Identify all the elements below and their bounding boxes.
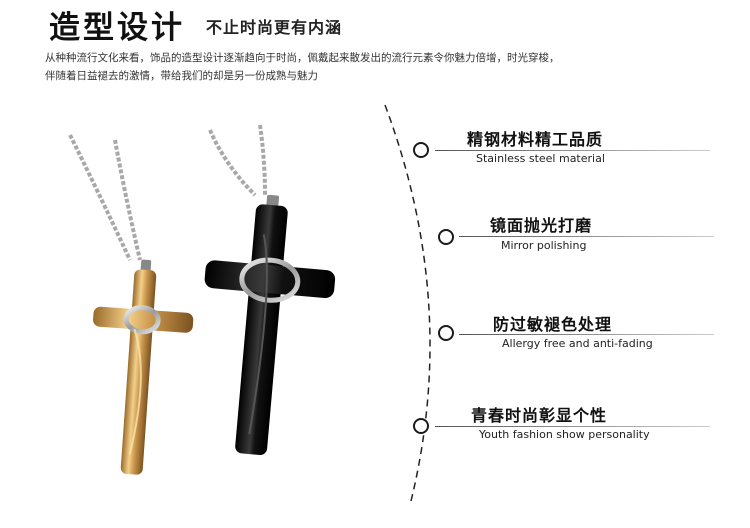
feature-2-subtitle: Mirror polishing xyxy=(501,239,587,252)
description-line-2: 伴随着日益褪去的激情，带给我们的却是另一份成熟与魅力 xyxy=(45,70,318,82)
page-title: 造型设计 xyxy=(49,10,185,46)
page-subtitle: 不止时尚更有内涵 xyxy=(206,18,343,37)
feature-3-line xyxy=(459,334,714,335)
feature-node-4 xyxy=(413,418,429,434)
feature-4-title: 青春时尚彰显个性 xyxy=(471,406,608,425)
feature-4: 青春时尚彰显个性 xyxy=(471,402,607,426)
feature-2: 镜面抛光打磨 xyxy=(490,212,592,236)
feature-1-title: 精钢材料精工品质 xyxy=(467,130,604,149)
feature-2-line xyxy=(459,236,714,237)
feature-node-2 xyxy=(438,229,454,245)
feature-node-3 xyxy=(438,325,454,341)
feature-3-subtitle: Allergy free and anti-fading xyxy=(502,337,653,350)
feature-1-subtitle: Stainless steel material xyxy=(476,152,605,165)
feature-4-subtitle: Youth fashion show personality xyxy=(479,428,650,441)
feature-4-line xyxy=(435,426,710,427)
feature-3: 防过敏褪色处理 xyxy=(493,311,612,335)
feature-node-1 xyxy=(413,142,429,158)
gold-cross xyxy=(93,259,194,475)
black-cross xyxy=(204,194,336,456)
feature-1: 精钢材料精工品质 xyxy=(467,126,603,150)
cross-pendants-image xyxy=(68,124,336,475)
gold-chain xyxy=(68,134,142,261)
description-line-1: 从种种流行文化来看，饰品的造型设计逐渐趋向于时尚，佩戴起来散发出的流行元素令你魅… xyxy=(45,52,560,64)
feature-1-line xyxy=(435,150,710,151)
description: 从种种流行文化来看，饰品的造型设计逐渐趋向于时尚，佩戴起来散发出的流行元素令你魅… xyxy=(45,49,735,85)
timeline-arc xyxy=(384,104,431,506)
feature-3-title: 防过敏褪色处理 xyxy=(493,315,613,334)
black-chain xyxy=(208,124,267,197)
feature-2-title: 镜面抛光打磨 xyxy=(490,216,593,235)
